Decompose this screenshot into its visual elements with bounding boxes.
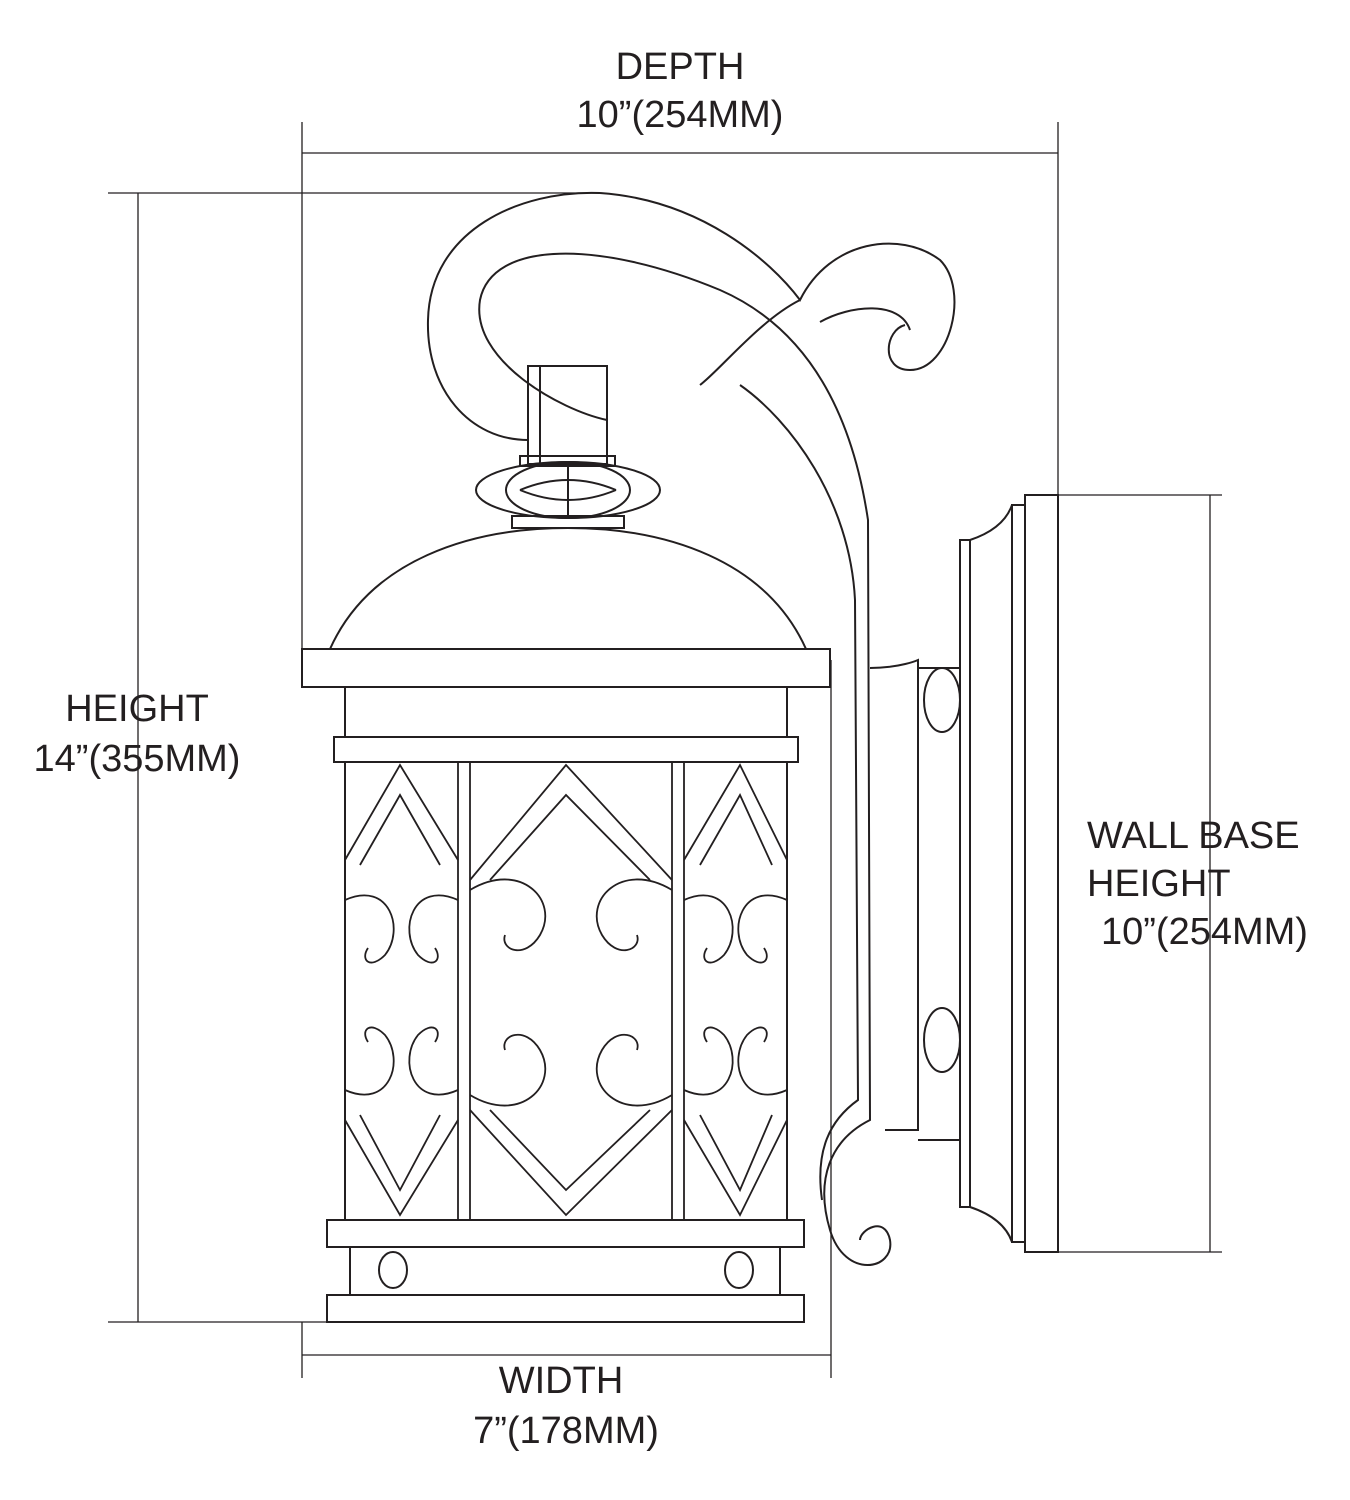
wall-plate bbox=[959, 494, 1059, 1253]
height-value: 14”(355MM) bbox=[33, 738, 241, 780]
wall-base-value: 10”(254MM) bbox=[1101, 911, 1308, 953]
width-label: WIDTH bbox=[498, 1360, 624, 1402]
wall-base-label-line1: WALL BASE bbox=[1087, 815, 1300, 857]
height-label: HEIGHT bbox=[65, 688, 209, 730]
height-dimension bbox=[108, 192, 600, 1323]
wall-base-label-line2: HEIGHT bbox=[1087, 863, 1231, 905]
depth-value: 10”(254MM) bbox=[576, 94, 784, 136]
finial bbox=[475, 365, 661, 529]
scroll-arm bbox=[426, 191, 961, 1266]
depth-dimension bbox=[301, 122, 1059, 650]
depth-label: DEPTH bbox=[615, 46, 745, 88]
width-dimension bbox=[301, 660, 832, 1378]
lantern-body bbox=[301, 526, 831, 1323]
width-value: 7”(178MM) bbox=[473, 1410, 659, 1452]
wall-base-dimension bbox=[1058, 494, 1222, 1253]
scroll-cage-pattern bbox=[344, 762, 788, 1220]
